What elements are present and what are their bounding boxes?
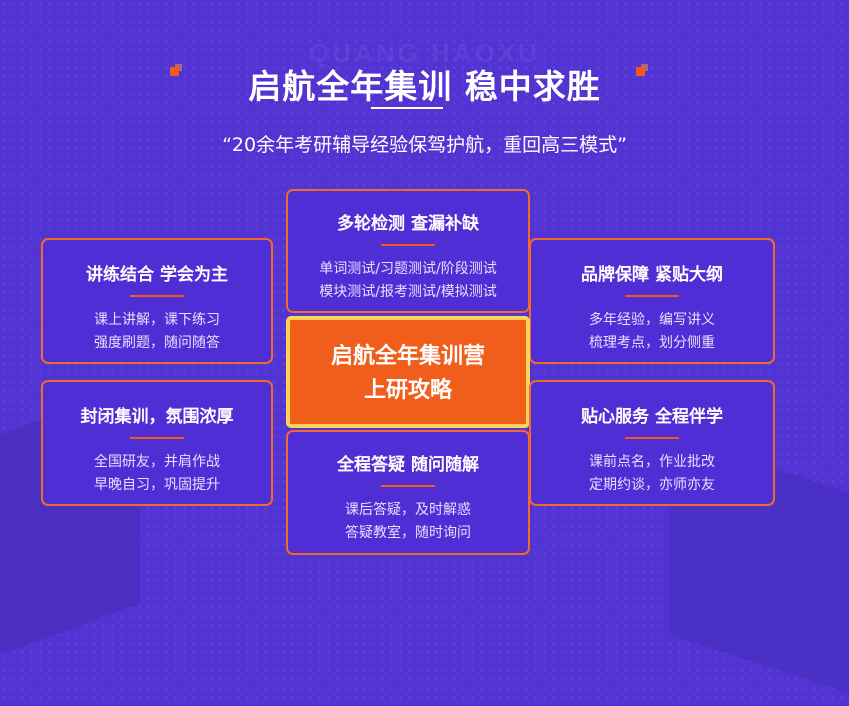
- card-text-line: 模块测试/报考测试/模拟测试: [319, 284, 497, 300]
- feature-card-left-upper: 讲练结合 学会为主 课上讲解，课下练习 强度刷题，随问随答: [41, 238, 273, 364]
- card-text-line: 多年经验，编写讲义: [589, 312, 715, 328]
- feature-card-left-lower: 封闭集训，氛围浓厚 全国研友，并肩作战 早晚自习，巩固提升: [41, 380, 273, 506]
- card-heading: 多轮检测 查漏补缺: [337, 214, 479, 234]
- title-underline: [371, 107, 443, 109]
- card-text-line: 答疑教室，随时询问: [345, 525, 471, 541]
- card-heading: 全程答疑 随问随解: [337, 455, 479, 475]
- feature-card-bottom: 全程答疑 随问随解 课后答疑，及时解惑 答疑教室，随时询问: [286, 430, 530, 555]
- card-text-line: 强度刷题，随问随答: [94, 335, 220, 351]
- card-divider: [381, 485, 435, 487]
- card-divider: [625, 437, 679, 439]
- decorative-square-right-icon: [636, 67, 645, 76]
- card-text-line: 课前点名，作业批改: [589, 454, 715, 470]
- card-text-line: 定期约谈，亦师亦友: [589, 477, 715, 493]
- feature-card-top: 多轮检测 查漏补缺 单词测试/习题测试/阶段测试 模块测试/报考测试/模拟测试: [286, 189, 530, 313]
- card-text-line: 单词测试/习题测试/阶段测试: [319, 261, 497, 277]
- card-text-line: 全国研友，并肩作战: [94, 454, 220, 470]
- card-divider: [130, 295, 184, 297]
- center-highlight-card: 启航全年集训营 上研攻略: [286, 316, 530, 428]
- card-heading: 品牌保障 紧贴大纲: [581, 265, 723, 285]
- card-heading: 封闭集训，氛围浓厚: [80, 407, 234, 427]
- feature-card-right-upper: 品牌保障 紧贴大纲 多年经验，编写讲义 梳理考点，划分侧重: [529, 238, 775, 364]
- card-divider: [130, 437, 184, 439]
- card-text-line: 课后答疑，及时解惑: [345, 502, 471, 518]
- card-heading: 讲练结合 学会为主: [86, 265, 228, 285]
- card-divider: [625, 295, 679, 297]
- card-text-line: 早晚自习，巩固提升: [94, 477, 220, 493]
- center-title-line2: 上研攻略: [363, 378, 452, 403]
- card-divider: [381, 244, 435, 246]
- feature-card-right-lower: 贴心服务 全程伴学 课前点名，作业批改 定期约谈，亦师亦友: [529, 380, 775, 506]
- decorative-square-left-icon: [170, 67, 179, 76]
- card-text-line: 梳理考点，划分侧重: [589, 335, 715, 351]
- page-title: 启航全年集训 稳中求胜: [248, 67, 601, 106]
- card-heading: 贴心服务 全程伴学: [581, 407, 723, 427]
- subtitle-quote: “20余年考研辅导经验保驾护航，重回高三模式”: [222, 134, 627, 156]
- card-text-line: 课上讲解，课下练习: [94, 312, 220, 328]
- watermark-text: QUANG HAOXU: [309, 38, 540, 68]
- center-title-line1: 启航全年集训营: [330, 344, 485, 369]
